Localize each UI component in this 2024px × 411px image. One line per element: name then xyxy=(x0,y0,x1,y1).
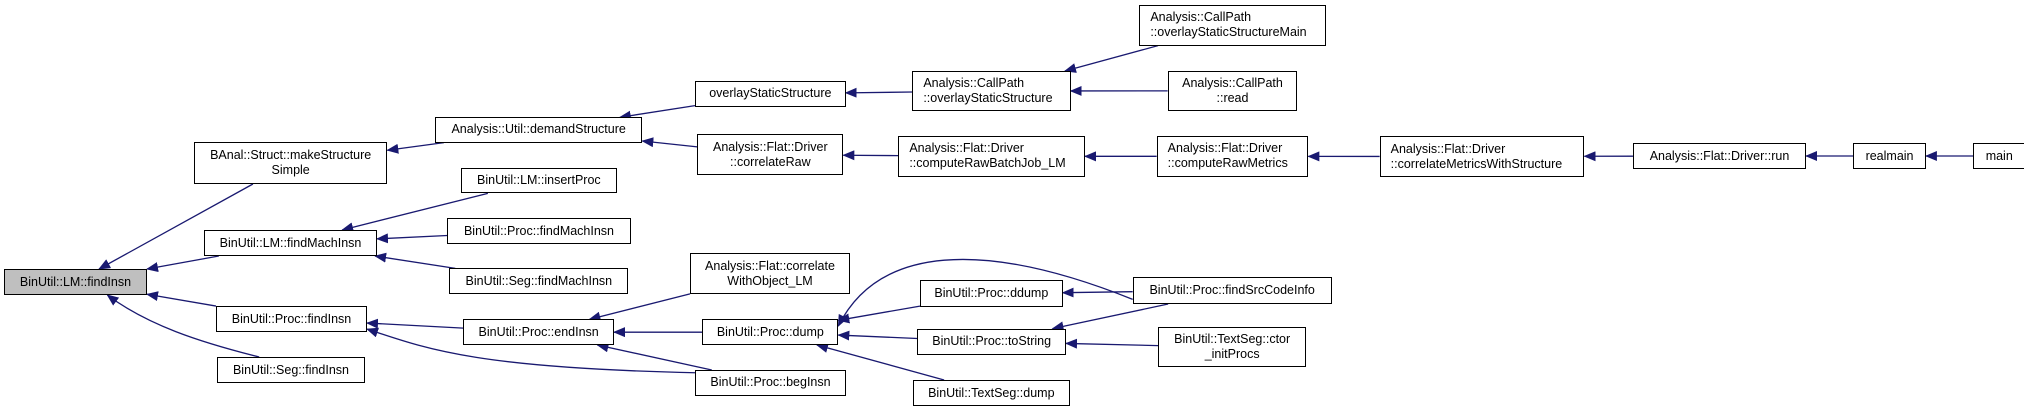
graph-node[interactable]: Analysis::Flat::Driver ::computeRawMetri… xyxy=(1156,136,1309,177)
graph-node[interactable]: BinUtil::Proc::findInsn xyxy=(216,306,367,332)
graph-node[interactable]: Analysis::Flat::Driver ::computeRawBatch… xyxy=(898,136,1085,177)
graph-node[interactable]: Analysis::CallPath ::read xyxy=(1167,70,1298,111)
call-edge xyxy=(376,233,448,244)
graph-node[interactable]: BinUtil::Proc::begInsn xyxy=(695,370,846,396)
graph-node[interactable]: Analysis::Flat::Driver ::correlateRaw xyxy=(697,134,844,175)
call-edge xyxy=(844,87,913,98)
call-edge xyxy=(588,293,691,322)
graph-node[interactable]: realmain xyxy=(1853,143,1926,169)
graph-node[interactable]: BAnal::Struct::makeStructure Simple xyxy=(194,142,388,184)
graph-node[interactable]: BinUtil::TextSeg::dump xyxy=(912,380,1070,406)
graph-node[interactable]: BinUtil::Proc::findMachInsn xyxy=(447,218,631,244)
graph-node[interactable]: Analysis::Util::demandStructure xyxy=(435,117,643,143)
call-edge xyxy=(386,142,445,154)
call-edge xyxy=(374,252,456,269)
call-edge xyxy=(596,342,712,371)
call-edge xyxy=(1065,338,1159,349)
graph-node[interactable]: BinUtil::LM::findMachInsn xyxy=(204,230,377,256)
call-edge xyxy=(837,305,921,324)
call-edge xyxy=(341,192,489,233)
call-edge xyxy=(618,104,696,121)
graph-node[interactable]: BinUtil::Seg::findInsn xyxy=(217,357,365,383)
graph-node[interactable]: Analysis::Flat::Driver ::correlateMetric… xyxy=(1379,136,1585,177)
call-edge xyxy=(146,291,217,307)
call-edge xyxy=(815,343,945,381)
graph-node[interactable]: Analysis::Flat::correlate WithObject_LM xyxy=(690,253,850,294)
graph-node[interactable]: overlayStaticStructure xyxy=(695,81,846,107)
graph-node[interactable]: BinUtil::Proc::endInsn xyxy=(463,319,614,345)
call-edge xyxy=(366,318,464,329)
call-edge xyxy=(1051,303,1169,332)
graph-node[interactable]: Analysis::Flat::Driver::run xyxy=(1632,143,1807,169)
graph-node[interactable]: BinUtil::Proc::toString xyxy=(917,328,1066,355)
call-edge xyxy=(1063,45,1159,73)
graph-node[interactable]: Analysis::CallPath ::overlayStaticStruct… xyxy=(912,71,1071,111)
graph-node[interactable]: BinUtil::Proc::findSrcCodeInfo xyxy=(1132,276,1332,304)
root-node: BinUtil::LM::findInsn xyxy=(4,269,147,295)
call-edge xyxy=(98,183,254,270)
call-edge xyxy=(146,255,219,272)
graph-node[interactable]: Analysis::CallPath ::overlayStaticStruct… xyxy=(1139,5,1326,46)
graph-node[interactable]: BinUtil::Seg::findMachInsn xyxy=(449,268,629,294)
call-edge xyxy=(837,330,918,341)
graph-node[interactable]: BinUtil::Proc::dump xyxy=(702,319,839,345)
call-edge xyxy=(1061,287,1133,298)
graph-node[interactable]: BinUtil::LM::insertProc xyxy=(461,167,617,194)
graph-node[interactable]: main xyxy=(1973,143,2024,169)
call-edge xyxy=(837,258,1133,327)
graph-node[interactable]: BinUtil::TextSeg::ctor _initProcs xyxy=(1158,327,1306,368)
call-edge xyxy=(366,327,696,374)
graph-node[interactable]: BinUtil::Proc::ddump xyxy=(920,280,1063,308)
call-edge xyxy=(641,137,698,148)
call-edge xyxy=(106,294,260,358)
